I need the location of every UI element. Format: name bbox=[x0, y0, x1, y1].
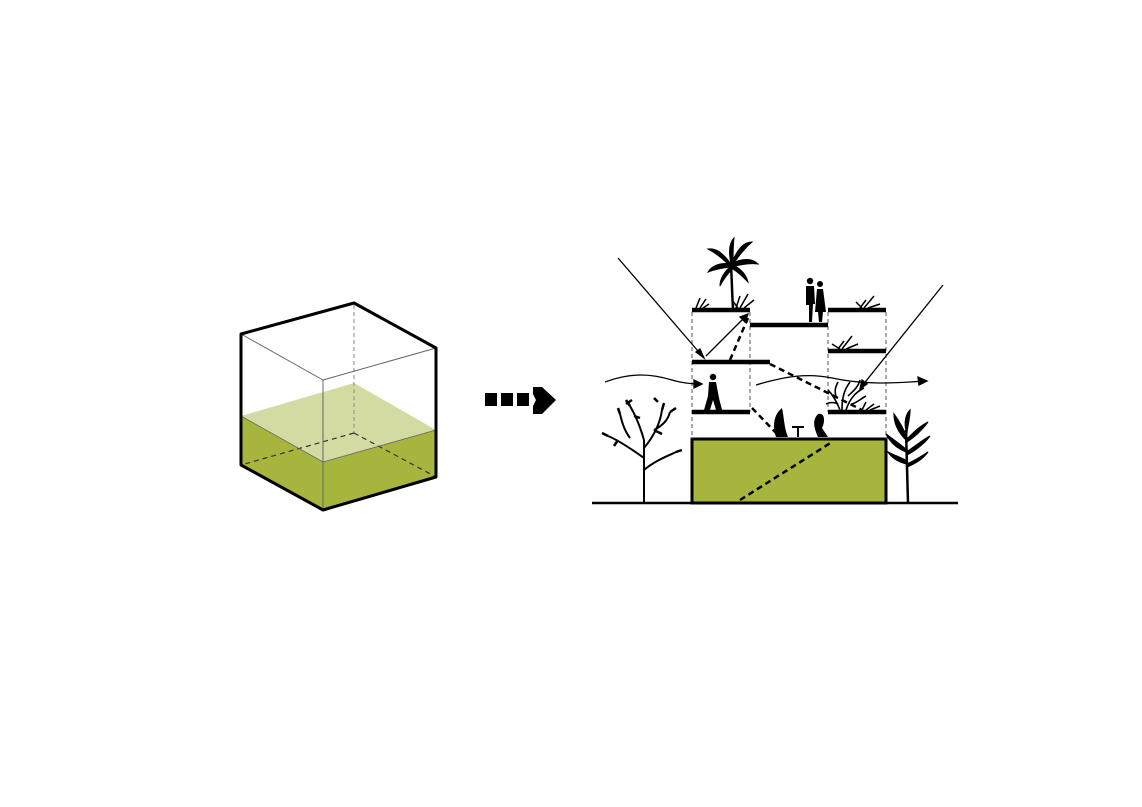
cube-outline bbox=[239, 301, 438, 512]
green-base-block bbox=[690, 437, 888, 505]
cube-inner-edge-left bbox=[240, 333, 324, 381]
stair-upper bbox=[728, 317, 750, 361]
walking-person-icon bbox=[704, 373, 722, 410]
sun-ray-left-2-head bbox=[738, 312, 750, 324]
arrow-head bbox=[533, 387, 556, 414]
bare-tree-icon bbox=[601, 397, 683, 503]
wind-flow-right bbox=[755, 374, 925, 386]
shrub-top-left bbox=[695, 297, 710, 309]
cube-fill-right bbox=[323, 430, 436, 510]
stair-middle bbox=[769, 362, 863, 412]
shrub-mid-right bbox=[831, 335, 859, 350]
cube-hidden-left bbox=[240, 432, 355, 466]
fern-icon bbox=[885, 408, 931, 504]
arrow-dash-3 bbox=[517, 393, 529, 406]
shrub-icon bbox=[695, 293, 881, 411]
bush-icon bbox=[825, 379, 867, 411]
wind-flow-left-head bbox=[693, 378, 704, 390]
wind-flow-right-head bbox=[917, 375, 929, 386]
floor-slabs bbox=[692, 307, 886, 415]
cube-fill-top bbox=[241, 383, 436, 462]
shrub-top-right bbox=[855, 295, 881, 309]
sun-ray-left-2 bbox=[705, 315, 747, 357]
wind-flow-left bbox=[604, 374, 701, 385]
palm-tree-icon bbox=[706, 236, 760, 309]
cube-fill-front bbox=[241, 416, 323, 510]
filled-cube bbox=[239, 301, 438, 512]
shrub-low-right bbox=[861, 401, 881, 411]
sun-ray-left bbox=[617, 257, 705, 359]
sun-ray-right bbox=[861, 284, 944, 387]
sun-ray-left-head bbox=[694, 347, 706, 361]
terraced-building-section bbox=[592, 236, 958, 505]
arrow-dash-1 bbox=[485, 393, 497, 406]
couple-icon bbox=[806, 277, 826, 322]
dashed-arrow bbox=[485, 387, 556, 414]
cube-inner-edge-right bbox=[322, 347, 437, 381]
cube-hidden-right bbox=[353, 432, 437, 478]
base-dashed-diagonal bbox=[739, 440, 833, 502]
shrub-top-left-2 bbox=[731, 293, 755, 309]
cube-fill-line-front bbox=[240, 415, 324, 463]
cube-fill-line-right bbox=[322, 429, 437, 463]
wind-flow bbox=[604, 374, 929, 390]
seated-people-icon bbox=[774, 408, 828, 437]
arrow-dash-2 bbox=[501, 393, 513, 406]
